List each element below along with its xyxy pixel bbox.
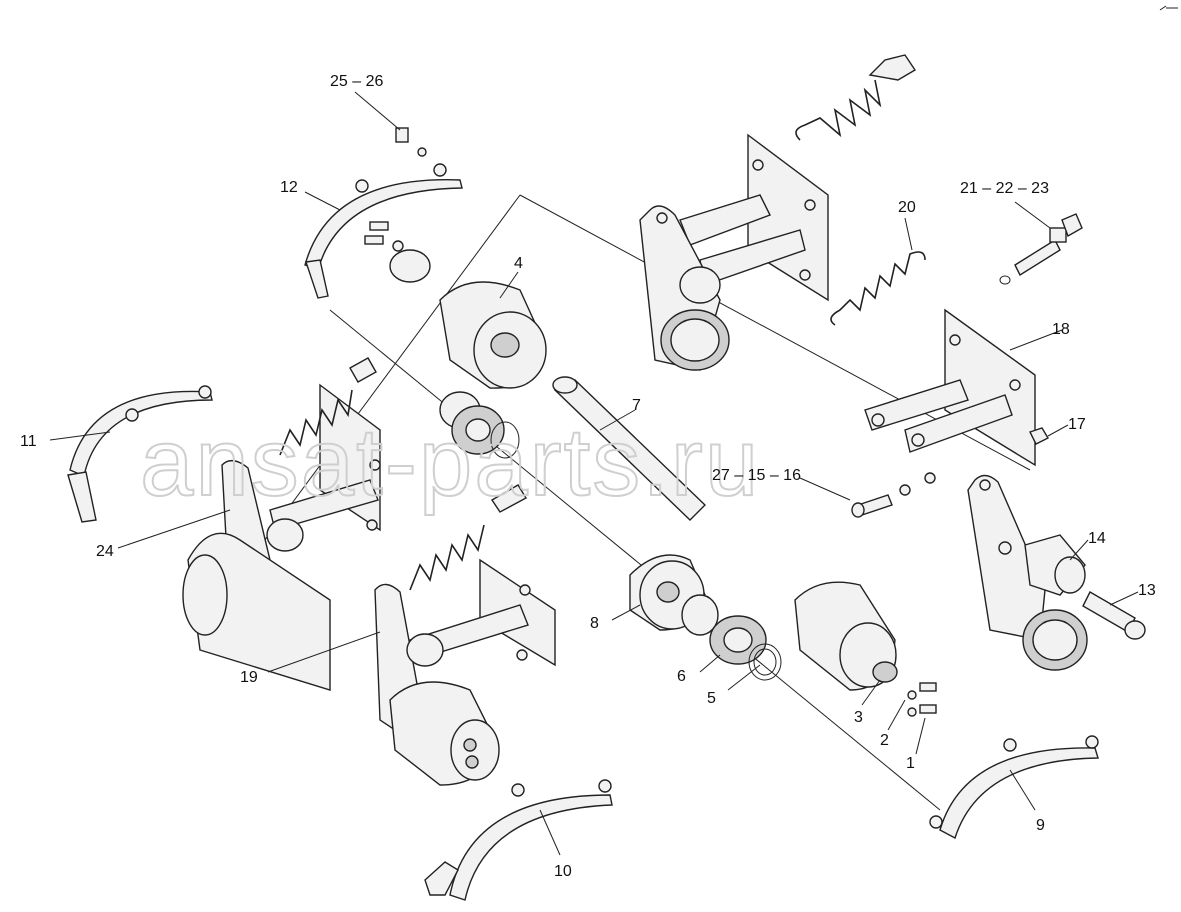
corner-mark-icon — [1159, 5, 1178, 11]
callout-6: 6 — [677, 668, 686, 685]
callout-1: 1 — [906, 755, 915, 772]
bearing-upper — [439, 391, 520, 459]
callout-4: 4 — [514, 255, 523, 272]
callout-21-22-23: 21 – 22 – 23 — [960, 180, 1049, 197]
watermark-text: ansat-parts.ru — [140, 409, 760, 516]
part-14-arm — [967, 474, 1088, 671]
part-10-shoe — [424, 779, 613, 901]
part-5-seal — [748, 643, 782, 681]
part-6-bearing — [681, 594, 767, 665]
callout-13: 13 — [1138, 582, 1156, 599]
callout-11: 11 — [20, 433, 37, 450]
part-9-shoe — [929, 735, 1099, 840]
part-20-spring — [830, 251, 926, 326]
callout-20: 20 — [898, 199, 916, 216]
part-4-roller — [439, 281, 547, 389]
callout-25-26: 25 – 26 — [330, 73, 383, 90]
part-12-shoe — [304, 127, 463, 299]
spring-top — [795, 54, 916, 141]
callout-10: 10 — [554, 863, 572, 880]
upper-bracket-assembly — [639, 133, 829, 371]
part-13-pin — [1082, 591, 1146, 640]
callout-24: 24 — [96, 543, 114, 560]
part-19-arm-assembly — [182, 484, 556, 786]
callout-12: 12 — [280, 179, 298, 196]
leader-lines — [49, 91, 1139, 856]
callout-9: 9 — [1036, 817, 1045, 834]
part-21-22-23-pin — [999, 213, 1083, 285]
callout-5: 5 — [707, 690, 716, 707]
callout-18: 18 — [1052, 321, 1070, 338]
callout-14: 14 — [1088, 530, 1106, 547]
callout-labels: 1 2 3 4 5 6 7 8 9 10 11 12 13 14 17 18 1… — [20, 73, 1156, 880]
part-3-roller — [794, 581, 937, 717]
callout-17: 17 — [1068, 416, 1086, 433]
callout-8: 8 — [590, 615, 599, 632]
callout-27-15-16: 27 – 15 – 16 — [712, 467, 801, 484]
part-18-bracket — [864, 308, 1036, 467]
part-27-15-16-bolt — [851, 472, 936, 518]
part-7-shaft — [552, 376, 706, 521]
callout-19: 19 — [240, 669, 258, 686]
part-17-nut — [1029, 427, 1049, 445]
callout-3: 3 — [854, 709, 863, 726]
callout-7: 7 — [632, 397, 641, 414]
callout-2: 2 — [880, 732, 889, 749]
